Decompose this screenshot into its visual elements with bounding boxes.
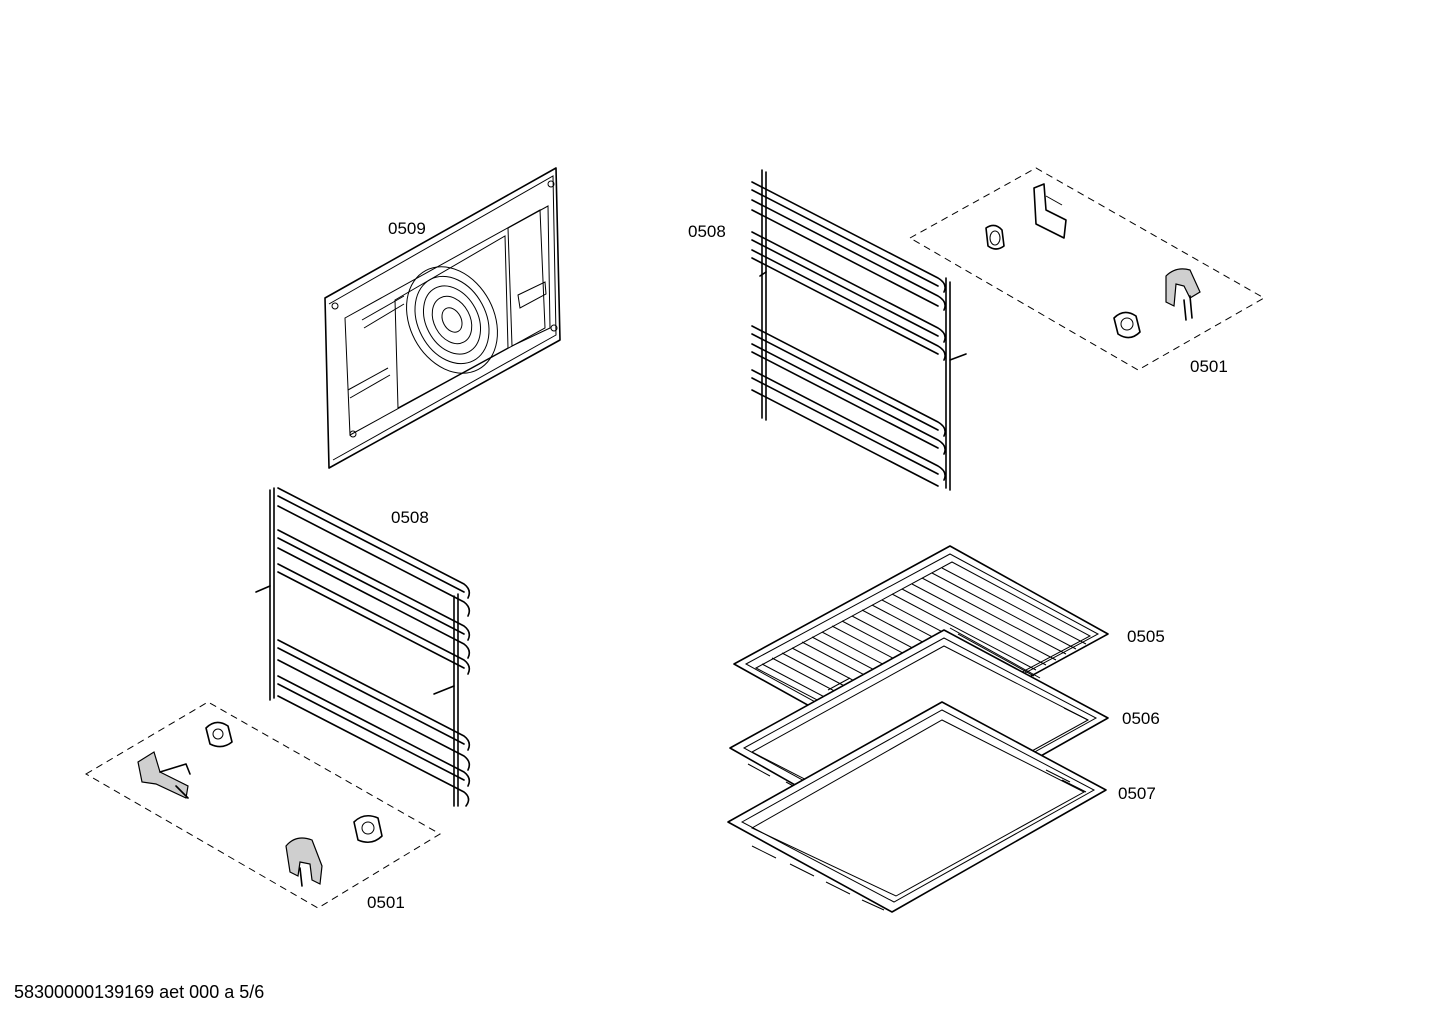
label-tray-deep: 0507 bbox=[1118, 784, 1156, 803]
clips-right-drawing bbox=[908, 167, 1266, 371]
shelf-rail-right-drawing bbox=[751, 169, 967, 491]
label-clips-left: 0501 bbox=[367, 893, 405, 912]
document-id: 58300000139169 aet 000 a 5/6 bbox=[14, 982, 265, 1002]
label-back-panel: 0509 bbox=[388, 219, 426, 238]
back-panel-drawing bbox=[324, 167, 561, 469]
clips-left-drawing bbox=[85, 701, 441, 909]
shelf-rail-left-drawing bbox=[255, 487, 471, 807]
deep-tray-drawing bbox=[727, 701, 1107, 913]
label-wire-rack: 0505 bbox=[1127, 627, 1165, 646]
label-rail-left: 0508 bbox=[391, 508, 429, 527]
label-rail-right: 0508 bbox=[688, 222, 726, 241]
label-clips-right: 0501 bbox=[1190, 357, 1228, 376]
label-tray-shallow: 0506 bbox=[1122, 709, 1160, 728]
